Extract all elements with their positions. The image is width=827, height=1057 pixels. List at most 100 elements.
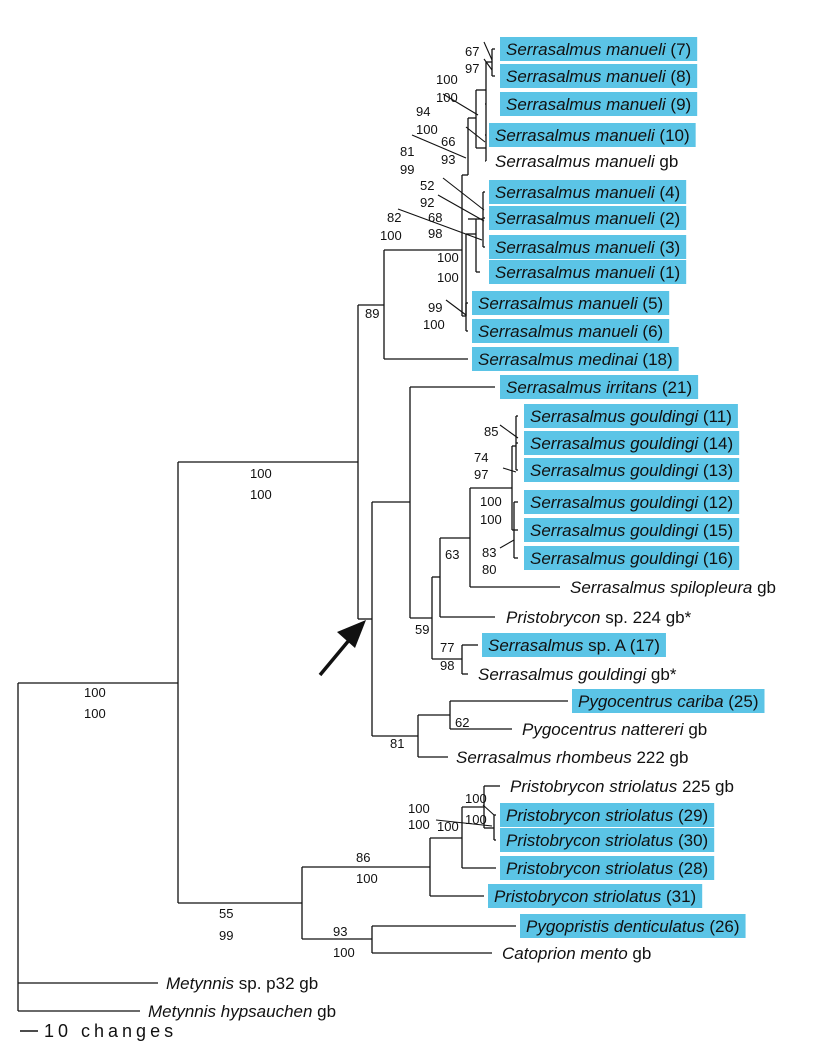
support-value: 100 (84, 685, 106, 700)
tip-highlight-smed (472, 347, 679, 371)
support-value: 63 (445, 547, 459, 562)
support-leader (483, 41, 493, 61)
tree-branches (17, 41, 568, 1012)
support-leader (435, 819, 493, 827)
tip-label-ps28: Pristobrycon striolatus (28) (506, 859, 708, 878)
support-value: 85 (484, 424, 498, 439)
support-value: 98 (428, 226, 442, 241)
tip-highlight-ps28 (500, 856, 715, 880)
support-value: 100 (436, 90, 458, 105)
support-value: 100 (437, 819, 459, 834)
support-leader (442, 93, 479, 116)
tip-label-sggb: Serrasalmus gouldingi gb* (478, 665, 677, 684)
tip-label-ps225: Pristobrycon striolatus 225 gb (510, 777, 734, 796)
tip-label-ps31: Pristobrycon striolatus (31) (494, 887, 696, 906)
support-value: 81 (400, 144, 414, 159)
tip-label-sspi: Serrasalmus spilopleura gb (570, 578, 776, 597)
scale-bar: 10 changes (20, 1021, 177, 1041)
tip-label-sm8: Serrasalmus manueli (8) (506, 67, 691, 86)
support-value: 100 (480, 512, 502, 527)
support-value: 100 (436, 72, 458, 87)
support-value: 100 (250, 466, 272, 481)
tip-highlight-sg15 (524, 518, 740, 542)
tip-highlight-ssA (482, 633, 666, 657)
tip-label-sg15: Serrasalmus gouldingi (15) (530, 521, 733, 540)
support-leader (411, 134, 467, 159)
support-value: 100 (408, 817, 430, 832)
arrow-icon (318, 620, 366, 677)
support-value: 93 (441, 152, 455, 167)
tip-label-sm2: Serrasalmus manueli (2) (495, 209, 680, 228)
support-value: 100 (356, 871, 378, 886)
tip-highlight-sm1 (489, 260, 687, 284)
tip-highlight-sg11 (524, 404, 738, 428)
tip-label-sg16: Serrasalmus gouldingi (16) (530, 549, 733, 568)
support-value: 97 (465, 61, 479, 76)
support-value: 100 (465, 812, 487, 827)
tip-highlight-sg14 (524, 431, 740, 455)
tip-highlight-sm7 (500, 37, 698, 61)
tip-highlight-sirr (500, 375, 699, 399)
tip-label-pnat: Pygocentrus nattereri gb (522, 720, 707, 739)
support-value: 74 (474, 450, 488, 465)
tip-label-sirr: Serrasalmus irritans (21) (506, 378, 692, 397)
support-value: 83 (482, 545, 496, 560)
tip-label-sm5: Serrasalmus manueli (5) (478, 294, 663, 313)
support-leader (445, 299, 467, 316)
tip-highlight-sm8 (500, 64, 698, 88)
tip-label-pcar: Pygocentrus cariba (25) (578, 692, 759, 711)
tip-label-sm6: Serrasalmus manueli (6) (478, 322, 663, 341)
tip-label-ps30: Pristobrycon striolatus (30) (506, 831, 708, 850)
support-value: 66 (441, 134, 455, 149)
support-leader (502, 467, 517, 473)
support-value: 100 (333, 945, 355, 960)
tip-label-sm7: Serrasalmus manueli (7) (506, 40, 691, 59)
support-value: 77 (440, 640, 454, 655)
support-value: 55 (219, 906, 233, 921)
tip-label-sg12: Serrasalmus gouldingi (12) (530, 493, 733, 512)
tip-highlight-ps31 (488, 884, 703, 908)
support-value: 93 (333, 924, 347, 939)
tip-highlight-sg16 (524, 546, 740, 570)
tip-label-cato: Catoprion mento gb (502, 944, 651, 963)
support-leader (442, 177, 485, 211)
support-value: 100 (437, 250, 459, 265)
scale-bar-label: 10 changes (44, 1021, 177, 1041)
tip-highlight-pden (520, 914, 746, 938)
tip-label-sm10: Serrasalmus manueli (10) (495, 126, 690, 145)
tip-label-sm4: Serrasalmus manueli (4) (495, 183, 680, 202)
tip-label-smed: Serrasalmus medinai (18) (478, 350, 673, 369)
support-value: 99 (219, 928, 233, 943)
support-value: 100 (380, 228, 402, 243)
tip-label-ssA: Serrasalmus sp. A (17) (488, 636, 660, 655)
support-value: 67 (465, 44, 479, 59)
support-value: 86 (356, 850, 370, 865)
support-value: 89 (365, 306, 379, 321)
tip-highlight-sm2 (489, 206, 687, 230)
support-value: 92 (420, 195, 434, 210)
support-value: 100 (437, 270, 459, 285)
tip-label-sg11: Serrasalmus gouldingi (11) (530, 407, 732, 426)
support-value: 100 (84, 706, 106, 721)
support-value: 82 (387, 210, 401, 225)
tip-label-sg14: Serrasalmus gouldingi (14) (530, 434, 733, 453)
support-value: 59 (415, 622, 429, 637)
tip-label-mhyp: Metynnis hypsauchen gb (148, 1002, 336, 1021)
support-value: 100 (465, 791, 487, 806)
support-value: 100 (480, 494, 502, 509)
support-leader (482, 804, 495, 816)
tip-highlight-ps30 (500, 828, 715, 852)
support-value: 100 (416, 122, 438, 137)
support-value: 52 (420, 178, 434, 193)
support-value: 62 (455, 715, 469, 730)
tip-highlight-sm6 (472, 319, 670, 343)
tip-highlight-sg12 (524, 490, 740, 514)
tip-label-mp32: Metynnis sp. p32 gb (166, 974, 318, 993)
tip-label-sm1: Serrasalmus manueli (1) (495, 263, 680, 282)
tip-label-sm9: Serrasalmus manueli (9) (506, 95, 691, 114)
support-value: 97 (474, 467, 488, 482)
tip-highlight-ps29 (500, 803, 715, 827)
support-value: 81 (390, 736, 404, 751)
support-leader (397, 208, 483, 241)
support-leader (465, 126, 486, 143)
